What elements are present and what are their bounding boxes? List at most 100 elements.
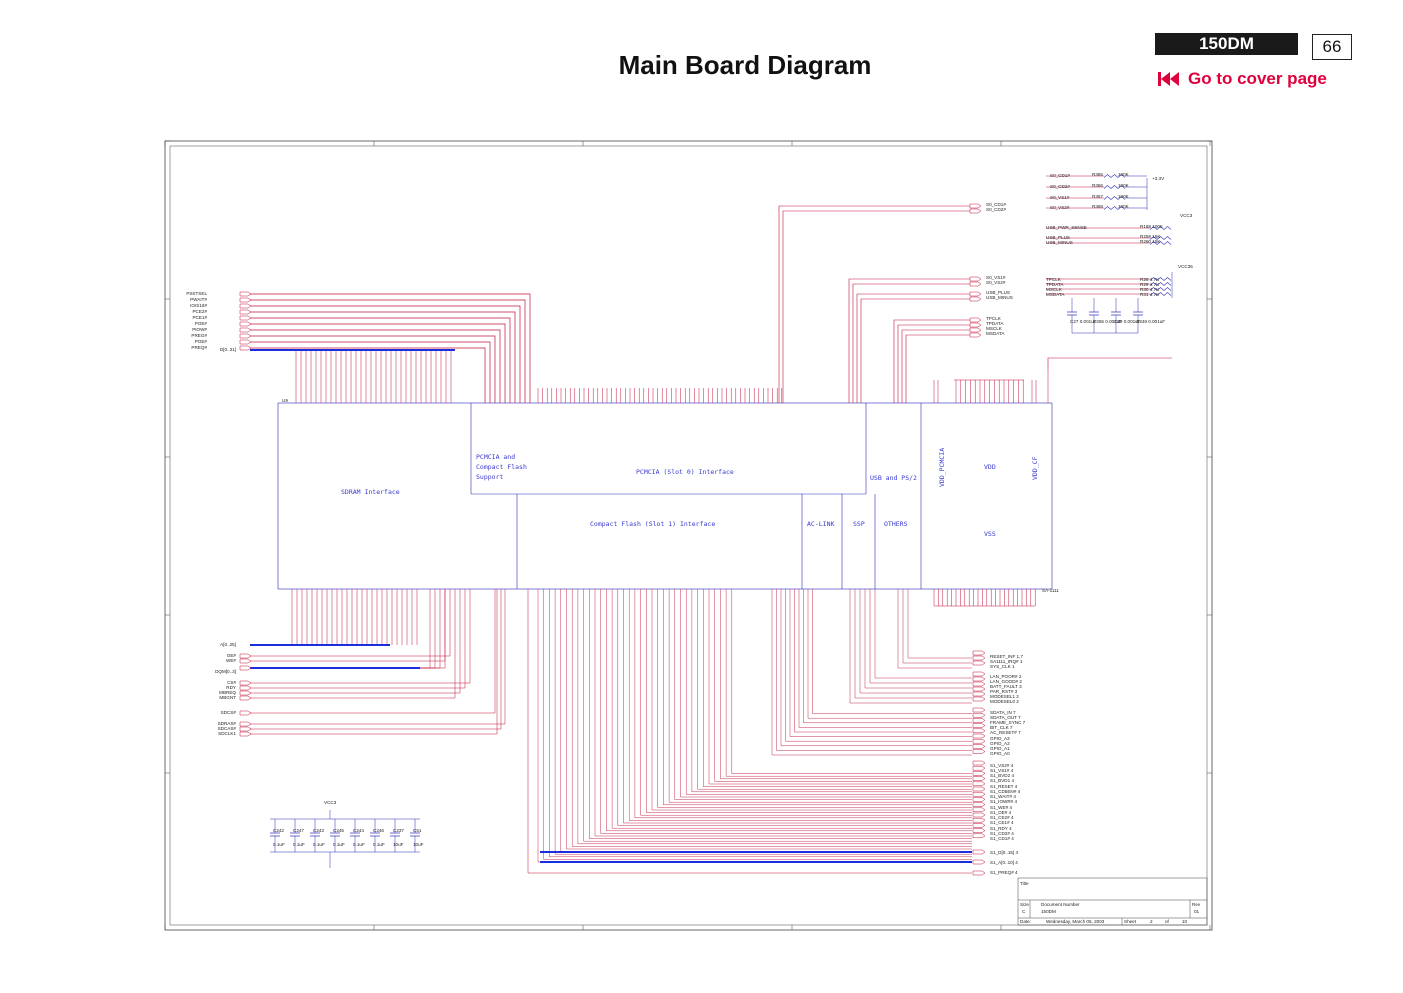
wire — [549, 589, 972, 858]
sig-left-3: PCE2# — [192, 309, 207, 314]
pullup-network: S0_CD1# S0_CD2# S0_VS1# S0_VS2# R365 R36… — [1046, 172, 1193, 324]
resistor — [1103, 185, 1126, 189]
wire — [1047, 357, 1172, 370]
port-symbol — [972, 807, 986, 813]
block-aclink: AC-LINK — [807, 520, 834, 528]
sig-right-ac-7: GPIO_A1 — [990, 746, 1010, 751]
usb-res-1: R259 15K — [1140, 234, 1161, 239]
port-symbol — [972, 771, 986, 776]
pu-net-2: S0_VS1# — [1050, 195, 1070, 200]
sig-right-ac-0: SDATA_IN 7 — [990, 710, 1016, 715]
sig-left-mbgnt: MBGNT — [219, 695, 236, 700]
pu-net-1: S0_CD2# — [1050, 184, 1070, 189]
resistor — [1149, 226, 1172, 230]
sig-right-lan-1: LAN_GOOD# 2 — [990, 679, 1022, 684]
wire — [852, 283, 970, 403]
wire — [731, 589, 972, 774]
wire — [674, 589, 972, 800]
wire — [250, 299, 526, 403]
resistor — [1149, 292, 1172, 296]
pu-val-2: 100K — [1118, 194, 1130, 199]
wire — [789, 589, 972, 737]
wire — [893, 319, 970, 403]
chip-ref: U9 — [282, 398, 288, 403]
wire — [778, 205, 970, 403]
cap-label: C244 — [353, 828, 364, 833]
cap-value: 10uF — [393, 842, 404, 847]
sig-right-s1-4: S1_RESET 4 — [990, 784, 1018, 789]
block-sdram: SDRAM Interface — [341, 488, 400, 496]
tb-title-label: Title — [1020, 881, 1029, 886]
frame-ticks — [164, 140, 1212, 930]
port-symbol — [972, 712, 986, 718]
port-symbol — [972, 765, 986, 771]
wire-layer — [250, 174, 1173, 874]
port-symbol — [972, 681, 986, 687]
wire — [714, 589, 972, 782]
block-slot1: Compact Flash (Slot 1) Interface — [590, 520, 715, 528]
port-symbol — [969, 208, 982, 214]
wire — [250, 335, 496, 403]
tb-date: Wednesday, March 05, 2003 — [1046, 919, 1105, 924]
wire — [250, 589, 466, 689]
sig-left-7: PREG# — [191, 333, 207, 338]
sig-right-lan-4: MODESEL1 2 — [990, 694, 1019, 699]
sig-right-usbm: USB_MINUS — [986, 295, 1013, 300]
go-to-cover-link[interactable]: Go to cover page — [1158, 69, 1327, 89]
wire — [250, 341, 491, 403]
wire — [697, 589, 972, 790]
cap-label: C51 — [413, 828, 422, 833]
pu-res-1: R366 — [1092, 183, 1103, 188]
port-symbol — [969, 317, 982, 323]
sig-left-5: POE# — [195, 321, 208, 326]
wire — [250, 589, 496, 714]
port-symbol — [239, 658, 252, 664]
wire — [807, 589, 972, 719]
port-symbol — [972, 696, 986, 702]
page-title: Main Board Diagram — [618, 50, 872, 80]
sig-right-s1-11: S1_CE1# 4 — [990, 820, 1014, 825]
sig-right-msclk: MSCLK — [986, 326, 1003, 331]
usb-net-1: USB_PLUS — [1046, 235, 1070, 240]
sig-left-rdy: RDY — [226, 685, 236, 690]
wire — [577, 589, 972, 845]
port-symbol — [972, 833, 986, 839]
sig-left-9: PREQ# — [191, 345, 207, 350]
sig-right-s1-8: S1_WE# 4 — [990, 805, 1012, 810]
wire — [668, 589, 972, 803]
resistor — [1103, 206, 1126, 210]
ps2-res-3: R31 4.7K — [1140, 292, 1160, 297]
wire — [798, 589, 972, 728]
cap-label: C247 — [293, 828, 304, 833]
sig-right-cd2: S0_CD2# — [986, 207, 1006, 212]
port-symbol — [972, 728, 986, 734]
usb-res-0: R188 100K — [1140, 224, 1164, 229]
cap-label: C243 — [313, 828, 324, 833]
sig-right-lan-3: PAR_RST# 3 — [990, 689, 1018, 694]
sig-left-sdclk1: SDCLK1 — [218, 731, 236, 736]
block-ssp: SSP — [853, 520, 865, 528]
wire — [250, 589, 502, 730]
sig-right-s1-3: S1_BVD1 4 — [990, 778, 1014, 783]
sig-left-we: WE# — [226, 658, 236, 663]
port-symbol — [239, 731, 252, 737]
sheet-border — [164, 140, 1213, 931]
wire — [794, 589, 972, 733]
sig-right-ac-8: GPIO_A0 — [990, 751, 1010, 756]
block-vss: VSS — [984, 530, 996, 538]
port-symbol — [972, 671, 986, 677]
pu-val-0: 100K — [1118, 172, 1130, 177]
port-symbol — [972, 738, 986, 744]
sig-right-cd1: S0_CD1# — [986, 202, 1006, 207]
port-symbol — [972, 791, 986, 797]
port-symbol — [969, 327, 982, 333]
pu-vcc3: VCC3 — [1180, 213, 1193, 218]
resistor — [1103, 196, 1126, 200]
wire — [848, 278, 970, 403]
sig-left-sdcas: SDCAS# — [218, 726, 237, 731]
caps-rail: VCC3 — [324, 800, 337, 805]
port-symbol — [239, 690, 252, 696]
sig-right-ac-1: SDATA_OUT 7 — [990, 715, 1021, 720]
wire — [663, 589, 972, 806]
wire — [803, 589, 972, 724]
